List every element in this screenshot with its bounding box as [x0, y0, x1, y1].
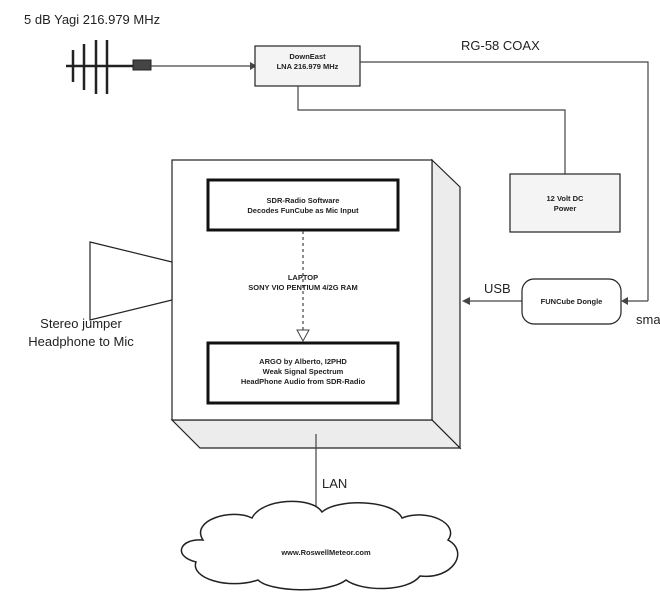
lna-input-arrow: [250, 62, 257, 70]
sma-label: sma: [636, 312, 660, 327]
power-label: 12 Volt DC Power: [510, 194, 620, 214]
coax-line: [360, 61, 649, 301]
power-line: [297, 86, 566, 174]
laptop-label-line1: LAPTOP: [287, 273, 319, 282]
funcube-label: FUNCube Dongle: [540, 297, 603, 306]
lna-label: DownEast LNA 216.979 MHz: [255, 52, 360, 72]
sdr-label-line2: Decodes FunCube as Mic Input: [247, 206, 359, 215]
lan-label: LAN: [322, 476, 348, 491]
argo-label-line2: Weak Signal Spectrum: [262, 367, 344, 376]
antenna-label: 5 dB Yagi 216.979 MHz: [24, 12, 161, 27]
funcube-input-arrow: [621, 297, 628, 305]
power-label-line2: Power: [553, 204, 577, 213]
argo-label: ARGO by Alberto, I2PHD Weak Signal Spect…: [208, 357, 398, 387]
sdr-box: [206, 178, 400, 232]
internet-cloud-icon: [180, 500, 459, 591]
lna-label-line2: LNA 216.979 MHz: [276, 62, 339, 71]
sdr-label-line1: SDR-Radio Software: [266, 196, 340, 205]
jumper-label-line1: Stereo jumper: [40, 316, 122, 331]
antenna-connector: [132, 59, 152, 71]
usb-label: USB: [484, 281, 511, 296]
funcube-box: [521, 278, 622, 325]
jumper-label-line2: Headphone to Mic: [28, 334, 134, 349]
headphone-jumper-icon: [89, 241, 173, 321]
cloud-label: www.RoswellMeteor.com: [281, 548, 371, 557]
coax-label: RG-58 COAX: [461, 38, 540, 53]
lna-box: [254, 45, 361, 87]
laptop-label-line2: SONY VIO PENTIUM 4/2G RAM: [248, 283, 358, 292]
sdr-label: SDR-Radio Software Decodes FunCube as Mi…: [208, 196, 398, 216]
power-box: [509, 173, 621, 233]
laptop-label: LAPTOP SONY VIO PENTIUM 4/2G RAM: [188, 273, 418, 293]
yagi-antenna-icon: [66, 40, 138, 94]
usb-arrow: [462, 297, 470, 305]
laptop-box-side: [431, 158, 461, 450]
argo-label-line1: ARGO by Alberto, I2PHD: [259, 357, 347, 366]
argo-label-line3: HeadPhone Audio from SDR-Radio: [240, 377, 366, 386]
lna-label-line1: DownEast: [289, 52, 326, 61]
audio-link-arrowhead: [296, 329, 310, 343]
jumper-label: Stereo jumper Headphone to Mic: [6, 315, 156, 351]
power-label-line1: 12 Volt DC: [546, 194, 584, 203]
argo-box: [206, 341, 400, 405]
